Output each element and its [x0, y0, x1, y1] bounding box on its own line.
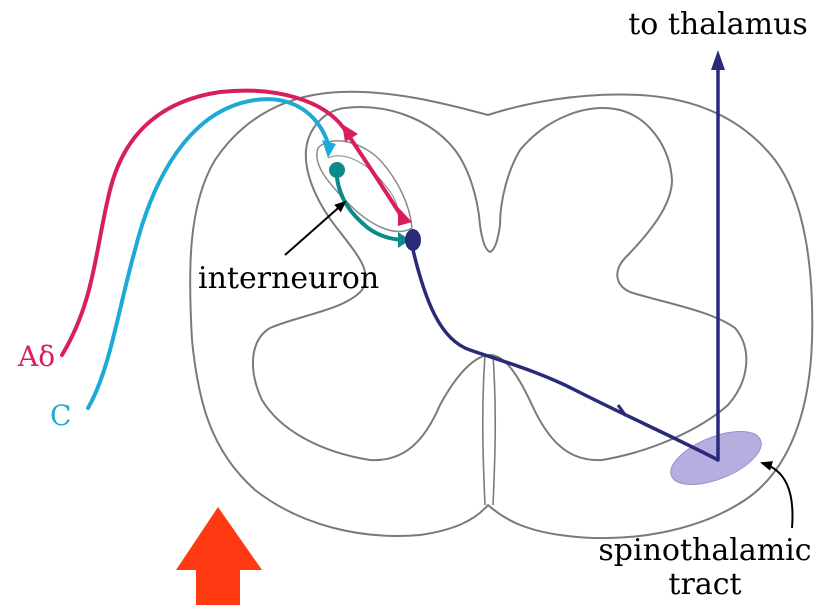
- c-fiber: [88, 99, 330, 408]
- spinothalamic-label: spinothalamic: [598, 533, 811, 568]
- tract-label: tract: [668, 567, 741, 602]
- projection-neuron-cell-body: [405, 229, 421, 251]
- c-fiber-arrowhead: [322, 140, 336, 158]
- c-fiber-label: C: [50, 399, 71, 432]
- dorsal-horn-region: [317, 141, 412, 232]
- a-delta-fiber: [62, 91, 405, 355]
- anterior-fissure: [483, 355, 496, 505]
- to-thalamus-arrowhead: [711, 50, 725, 70]
- interneuron-label: interneuron: [198, 261, 379, 296]
- a-delta-label: Aδ: [17, 340, 55, 373]
- to-thalamus-label: to thalamus: [628, 7, 808, 42]
- interneuron-cell-body: [329, 162, 345, 178]
- tract-pointer: [762, 463, 793, 528]
- up-arrow-icon: [176, 507, 262, 605]
- projection-neuron-axon: [413, 62, 718, 460]
